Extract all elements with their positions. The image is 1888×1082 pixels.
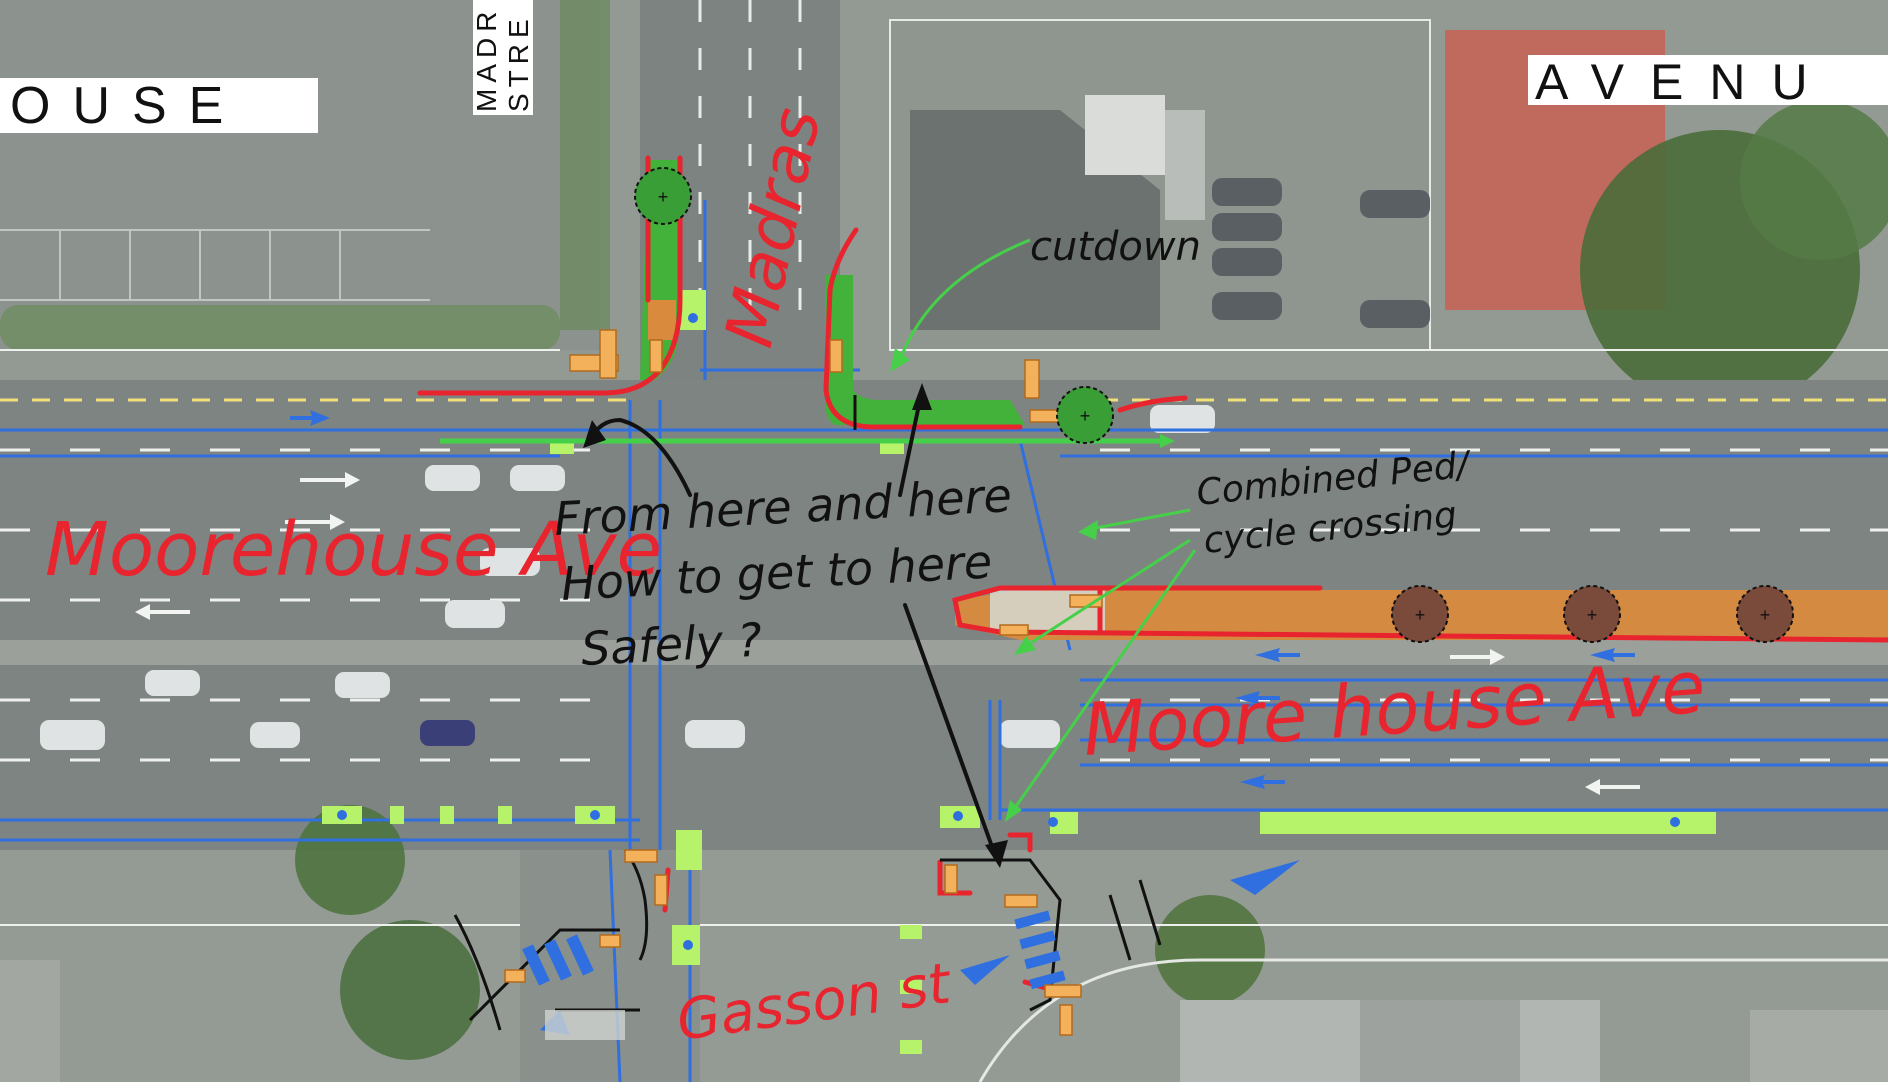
tree-south-east <box>1155 895 1265 1005</box>
svg-text:+: + <box>1415 605 1426 625</box>
car-dark <box>420 720 475 746</box>
svg-text:+: + <box>1760 605 1771 625</box>
road-arrows <box>135 472 1640 795</box>
svg-text:+: + <box>658 187 669 207</box>
blue-lane-arrows <box>290 410 1635 789</box>
house-sign-bg <box>0 78 318 133</box>
tree-south <box>340 920 480 1060</box>
house-sign-text: OUSE <box>10 77 245 135</box>
madras-lane-marks <box>698 0 802 330</box>
question-arrows <box>588 398 997 857</box>
hedge-vertical <box>560 0 610 330</box>
green-path-arrow <box>1160 434 1175 448</box>
central-median-strip <box>0 640 1888 665</box>
gasson-street <box>520 850 700 1082</box>
madras-sign-text-2: STRE <box>503 13 534 112</box>
annotation-moorehouse-west: Moorehouse Ave <box>45 507 662 593</box>
svg-text:+: + <box>1080 406 1091 426</box>
madras-sign-bg <box>473 0 533 115</box>
annotation-cutdown: cutdown <box>1030 224 1201 270</box>
tree-northeast-2 <box>1740 100 1888 260</box>
plan-trees: + + + + + <box>634 167 1794 643</box>
building-far-southeast <box>1750 1010 1888 1082</box>
combined-pointer-heads <box>1005 520 1098 822</box>
moorehouse-lane-marks <box>0 448 1888 762</box>
svg-text:+: + <box>1587 605 1598 625</box>
blue-cycle-lanes <box>0 200 1888 1082</box>
green-kerb-corner <box>825 275 1025 425</box>
question-arrow-heads <box>583 383 1008 868</box>
cycle-symbols <box>337 313 1680 950</box>
sw-refuge <box>545 1010 625 1040</box>
combined-pointers <box>1008 508 1197 816</box>
madras-sign-text-1: MADR <box>471 6 502 112</box>
blue-crossing-bars <box>522 910 1066 990</box>
roof-plant <box>1085 95 1165 175</box>
avenue-sign-text: AVENU <box>1535 54 1834 110</box>
building-southeast-roof <box>1360 1000 1520 1082</box>
building-southwest <box>0 960 60 1082</box>
tactile-pavers <box>504 329 1103 1036</box>
tree-south-west <box>295 805 405 915</box>
roof-unit <box>1165 110 1205 220</box>
cutdown-pointer <box>898 238 1031 361</box>
carpark-lines <box>0 229 430 301</box>
property-lines <box>0 349 1888 926</box>
cutdown-pointer-head <box>890 348 910 372</box>
hedge-row <box>0 305 560 350</box>
kerb-orange-madras <box>648 300 676 340</box>
moving-cars <box>0 405 1215 874</box>
annotation-question-3: Safely ? <box>580 613 764 676</box>
avenue-sign-bg <box>1528 55 1888 105</box>
parked-cars-northeast <box>1212 178 1430 328</box>
